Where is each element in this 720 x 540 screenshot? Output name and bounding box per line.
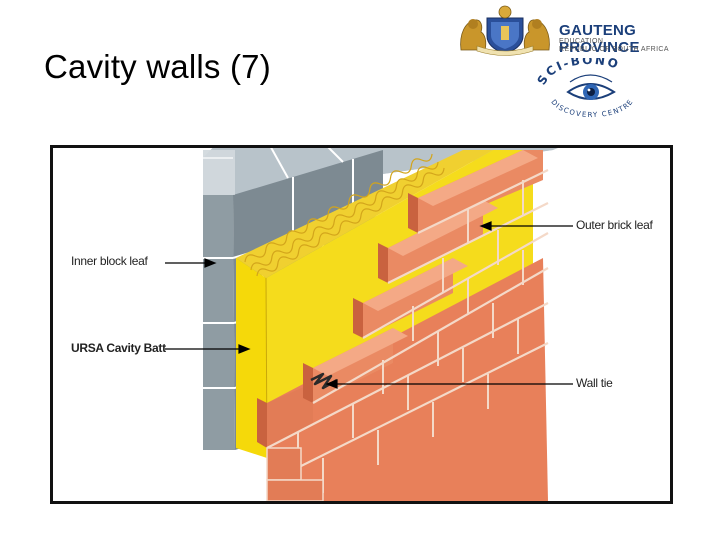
svg-text:SCI-BONO: SCI-BONO bbox=[534, 58, 621, 87]
gauteng-province-logo: GAUTENG PROVINCE EDUCATION REPUBLIC OF S… bbox=[455, 4, 717, 56]
cavity-wall-illustration bbox=[53, 148, 670, 501]
sci-bono-logo: SCI-BONO DISCOVERY CENTRE bbox=[530, 58, 650, 120]
svg-text:DISCOVERY CENTRE: DISCOVERY CENTRE bbox=[549, 98, 635, 119]
gauteng-department: EDUCATION bbox=[559, 38, 603, 45]
eye-logo-icon: SCI-BONO DISCOVERY CENTRE bbox=[530, 58, 650, 120]
label-wall-tie: Wall tie bbox=[576, 376, 613, 390]
cavity-wall-diagram: Inner block leaf URSA Cavity Batt Outer … bbox=[50, 145, 673, 504]
sci-bono-top-text: SCI-BONO bbox=[534, 58, 621, 87]
label-ursa-cavity-batt: URSA Cavity Batt bbox=[71, 341, 166, 355]
label-inner-block-leaf: Inner block leaf bbox=[71, 254, 148, 268]
slide-title: Cavity walls (7) bbox=[44, 48, 271, 86]
gauteng-country: REPUBLIC OF SOUTH AFRICA bbox=[559, 46, 669, 53]
label-outer-brick-leaf: Outer brick leaf bbox=[576, 218, 653, 232]
coat-of-arms-icon bbox=[455, 4, 555, 56]
sci-bono-bottom-text: DISCOVERY CENTRE bbox=[549, 98, 635, 119]
